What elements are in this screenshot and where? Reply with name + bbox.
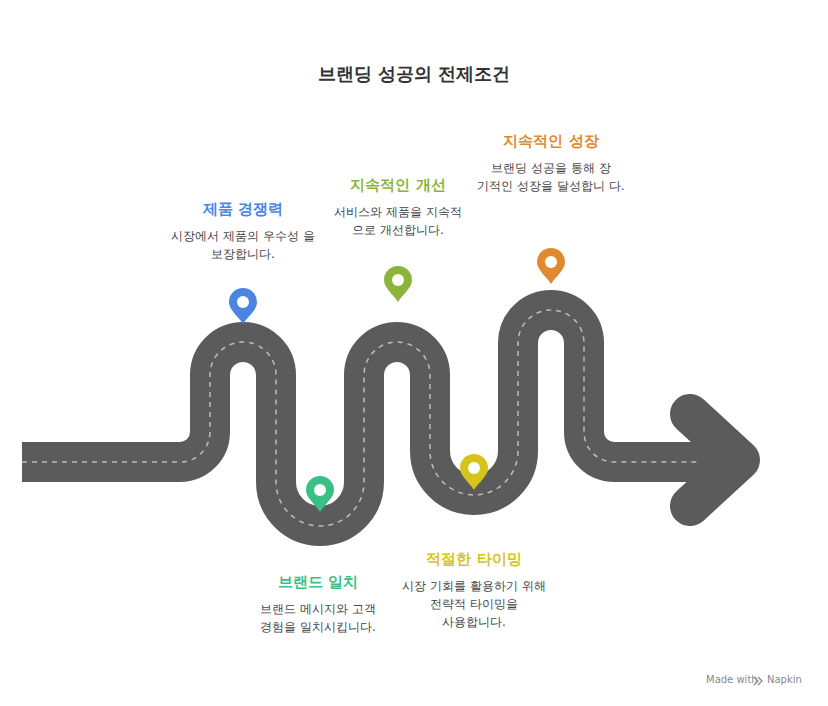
road bbox=[22, 310, 740, 526]
road-body bbox=[22, 310, 735, 526]
watermark: Napkin bbox=[767, 674, 802, 685]
map-pin bbox=[229, 288, 257, 324]
milestone: 지속적인 성장브랜딩 성공을 통해 장 기적인 성장을 달성합니 다. bbox=[476, 131, 627, 195]
milestone: 적절한 타이밍시장 기회를 활용하기 위해 전략적 타이밍을 사용합니다. bbox=[401, 549, 547, 631]
milestone-heading: 지속적인 성장 bbox=[476, 131, 627, 151]
milestone-description: 시장 기회를 활용하기 위해 전략적 타이밍을 사용합니다. bbox=[401, 577, 547, 631]
milestone-heading: 지속적인 개선 bbox=[323, 175, 474, 195]
map-pin bbox=[384, 266, 412, 302]
milestone-description: 브랜딩 성공을 통해 장 기적인 성장을 달성합니 다. bbox=[476, 159, 627, 195]
milestone: 지속적인 개선서비스와 제품을 지속적 으로 개선합니다. bbox=[323, 175, 474, 239]
milestone-description: 브랜드 메시지와 고객 경험을 일치시킵니다. bbox=[248, 600, 389, 636]
road-arrowhead bbox=[690, 414, 740, 506]
milestone: 브랜드 일치브랜드 메시지와 고객 경험을 일치시킵니다. bbox=[248, 572, 389, 636]
road-centerline bbox=[22, 310, 700, 526]
milestone-description: 시장에서 제품의 우수성 을 보장합니다. bbox=[168, 227, 319, 263]
map-pin bbox=[460, 454, 488, 490]
milestone-heading: 적절한 타이밍 bbox=[401, 549, 547, 569]
diagram-title: 브랜딩 성공의 전제조건 bbox=[0, 62, 828, 86]
pins bbox=[229, 248, 565, 512]
watermark: Made with bbox=[706, 674, 758, 685]
map-pin bbox=[537, 248, 565, 284]
milestone-heading: 제품 경쟁력 bbox=[168, 199, 319, 219]
milestone-description: 서비스와 제품을 지속적 으로 개선합니다. bbox=[323, 203, 474, 239]
map-pin bbox=[306, 476, 334, 512]
milestone-heading: 브랜드 일치 bbox=[248, 572, 389, 592]
milestone: 제품 경쟁력시장에서 제품의 우수성 을 보장합니다. bbox=[168, 199, 319, 263]
